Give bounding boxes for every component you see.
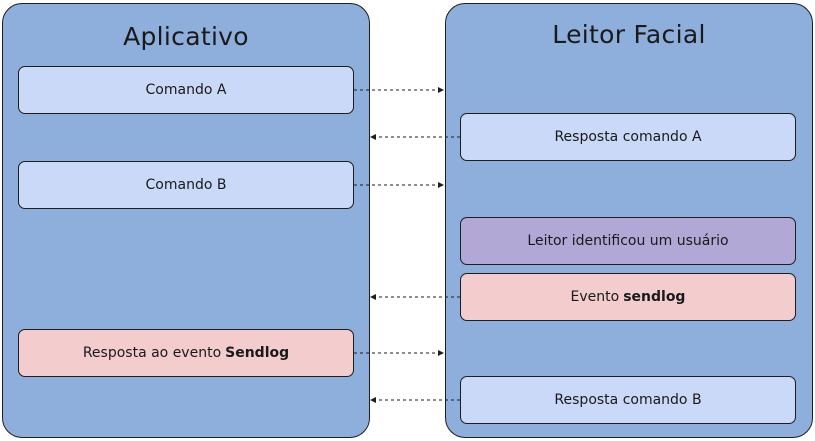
resposta-evento-prefix: Resposta ao evento: [82, 345, 222, 361]
comando-b-box: Comando B: [18, 161, 354, 209]
leitor-facial-title: Leitor Facial: [552, 20, 706, 49]
resposta-comando-a-label: Resposta comando A: [554, 129, 702, 145]
aplicativo-title: Aplicativo: [123, 22, 249, 51]
resposta-evento-bold: Sendlog: [225, 345, 290, 361]
comando-a-label: Comando A: [145, 82, 227, 98]
resposta-comando-b-box: Resposta comando B: [460, 376, 796, 424]
resposta-comando-a-box: Resposta comando A: [460, 113, 796, 161]
evento-sendlog-box: Evento sendlog: [460, 273, 796, 321]
leitor-identificou-box: Leitor identificou um usuário: [460, 217, 796, 265]
evento-prefix: Evento: [570, 289, 620, 305]
comando-a-box: Comando A: [18, 66, 354, 114]
leitor-identificou-label: Leitor identificou um usuário: [527, 233, 729, 249]
resposta-evento-sendlog-box: Resposta ao evento Sendlog: [18, 329, 354, 377]
comando-b-label: Comando B: [145, 177, 227, 193]
evento-bold: sendlog: [623, 289, 686, 305]
resposta-comando-b-label: Resposta comando B: [554, 392, 702, 408]
